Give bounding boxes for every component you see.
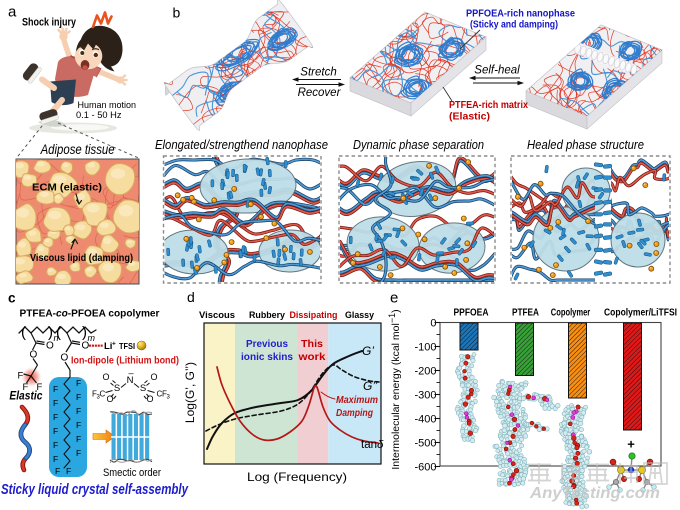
svg-text:O: O bbox=[106, 394, 113, 404]
svg-text:PPFOEA-rich nanophase: PPFOEA-rich nanophase bbox=[466, 8, 575, 20]
svg-text:Elongated/strengthend nanophas: Elongated/strengthend nanophase bbox=[155, 138, 328, 152]
svg-text:F: F bbox=[53, 384, 58, 394]
svg-text:O: O bbox=[61, 353, 69, 364]
svg-text:F: F bbox=[92, 390, 97, 399]
svg-text:S: S bbox=[114, 383, 120, 394]
svg-text:(: ( bbox=[21, 324, 26, 341]
svg-text:F: F bbox=[23, 382, 29, 393]
svg-text:F: F bbox=[76, 406, 81, 416]
svg-text:O: O bbox=[146, 394, 153, 404]
svg-text:ionic skins: ionic skins bbox=[241, 351, 293, 363]
svg-text:F: F bbox=[76, 448, 81, 458]
svg-text:-200: -200 bbox=[414, 365, 436, 377]
svg-text:G’: G’ bbox=[362, 344, 374, 358]
svg-text:F: F bbox=[53, 454, 58, 464]
svg-text:d: d bbox=[187, 289, 195, 305]
svg-text:n: n bbox=[54, 333, 59, 343]
svg-text:(: ( bbox=[56, 324, 61, 341]
svg-text:3: 3 bbox=[167, 395, 171, 401]
svg-text:Viscous lipid (damping): Viscous lipid (damping) bbox=[30, 253, 133, 264]
svg-text:e: e bbox=[390, 290, 398, 307]
svg-text:Li: Li bbox=[104, 341, 112, 352]
svg-text:S: S bbox=[140, 383, 146, 394]
svg-text:): ) bbox=[82, 324, 87, 341]
svg-text:): ) bbox=[48, 324, 53, 341]
svg-text:Maximum: Maximum bbox=[336, 394, 378, 406]
svg-text:Intermolecular energy (kcal mo: Intermolecular energy (kcal mol−1) bbox=[387, 309, 402, 469]
svg-text:-400: -400 bbox=[414, 413, 436, 425]
svg-text:F: F bbox=[76, 378, 81, 388]
svg-text:This: This bbox=[301, 338, 323, 350]
svg-text:-100: -100 bbox=[414, 341, 436, 353]
svg-text:Adipose tissue: Adipose tissue bbox=[40, 141, 115, 157]
svg-text:PTFEA-co-PFOEA copolymer: PTFEA-co-PFOEA copolymer bbox=[20, 308, 160, 320]
svg-text:(Sticky and damping): (Sticky and damping) bbox=[470, 19, 558, 31]
svg-text:AnyTesting.com: AnyTesting.com bbox=[529, 485, 660, 502]
svg-text:Damping: Damping bbox=[336, 407, 373, 419]
svg-text:c: c bbox=[8, 290, 16, 305]
svg-text:+: + bbox=[627, 437, 635, 452]
svg-text:Dissipating: Dissipating bbox=[290, 310, 338, 321]
svg-text:Copolymer/LiTFSI: Copolymer/LiTFSI bbox=[604, 308, 677, 319]
svg-text:Log (Frequency): Log (Frequency) bbox=[247, 470, 347, 484]
svg-text:O: O bbox=[82, 341, 90, 352]
svg-text:Log(G’, G’’): Log(G’, G’’) bbox=[183, 362, 197, 423]
svg-text:N: N bbox=[127, 375, 134, 386]
svg-text:F: F bbox=[55, 466, 60, 476]
svg-text:O: O bbox=[150, 372, 157, 382]
svg-text:Dynamic phase separation: Dynamic phase separation bbox=[353, 138, 484, 152]
svg-text:F: F bbox=[162, 390, 167, 399]
svg-text:F: F bbox=[53, 398, 58, 408]
svg-text:+: + bbox=[112, 341, 116, 348]
svg-text:Smectic order: Smectic order bbox=[103, 467, 161, 479]
svg-text:ECM (elastic): ECM (elastic) bbox=[32, 183, 102, 194]
svg-text:Self-heal: Self-heal bbox=[474, 65, 520, 77]
svg-text:-500: -500 bbox=[414, 437, 436, 449]
svg-text:-600: -600 bbox=[414, 461, 436, 473]
svg-text:Viscous: Viscous bbox=[199, 310, 235, 321]
svg-text:F: F bbox=[66, 466, 71, 476]
svg-text:Healed phase structure: Healed phase structure bbox=[527, 138, 644, 152]
svg-text:b: b bbox=[173, 4, 181, 20]
svg-text:PTFEA-rich matrix: PTFEA-rich matrix bbox=[449, 99, 528, 111]
svg-text:-300: -300 bbox=[414, 389, 436, 401]
svg-text:F: F bbox=[53, 426, 58, 436]
svg-text:PPFOEA: PPFOEA bbox=[454, 308, 489, 319]
svg-text:Stretch: Stretch bbox=[300, 67, 336, 79]
svg-text:Previous: Previous bbox=[246, 338, 288, 350]
svg-text:O: O bbox=[102, 372, 109, 382]
svg-text:a: a bbox=[8, 4, 17, 21]
svg-text:F: F bbox=[53, 412, 58, 422]
svg-text:F: F bbox=[53, 440, 58, 450]
svg-text:Recover: Recover bbox=[298, 87, 342, 99]
svg-text:Shock injury: Shock injury bbox=[22, 16, 77, 28]
svg-text:G’’: G’’ bbox=[363, 379, 378, 393]
svg-text:C: C bbox=[157, 390, 163, 399]
svg-text:F: F bbox=[18, 371, 24, 382]
svg-text:Elastic: Elastic bbox=[9, 389, 42, 403]
svg-text:0.1 - 50 Hz: 0.1 - 50 Hz bbox=[76, 110, 122, 121]
svg-text:0: 0 bbox=[430, 317, 436, 329]
svg-text:TFSI: TFSI bbox=[119, 341, 135, 351]
svg-text:F: F bbox=[76, 434, 81, 444]
svg-text:O: O bbox=[46, 341, 54, 352]
svg-text:F: F bbox=[76, 392, 81, 402]
svg-text:PTFEA: PTFEA bbox=[512, 308, 539, 319]
svg-text:–: – bbox=[128, 368, 133, 378]
svg-text:m: m bbox=[88, 333, 96, 343]
svg-text:Ion-dipole (Lithium bond): Ion-dipole (Lithium bond) bbox=[71, 356, 179, 367]
svg-text:Rubbery: Rubbery bbox=[249, 310, 286, 321]
svg-text:3: 3 bbox=[97, 395, 101, 401]
svg-text:Sticky liquid crystal self-ass: Sticky liquid crystal self-assembly bbox=[1, 482, 189, 498]
svg-text:Human motion: Human motion bbox=[78, 100, 137, 111]
svg-text:C: C bbox=[100, 390, 106, 399]
svg-text:work: work bbox=[297, 351, 325, 363]
svg-text:F: F bbox=[76, 420, 81, 430]
svg-text:F: F bbox=[37, 382, 43, 393]
svg-text:Glassy: Glassy bbox=[345, 310, 375, 321]
svg-text:tanδ: tanδ bbox=[361, 439, 384, 451]
svg-text:Copolymer: Copolymer bbox=[551, 308, 591, 319]
svg-text:(Elastic): (Elastic) bbox=[449, 111, 490, 123]
svg-text:O: O bbox=[30, 350, 38, 361]
